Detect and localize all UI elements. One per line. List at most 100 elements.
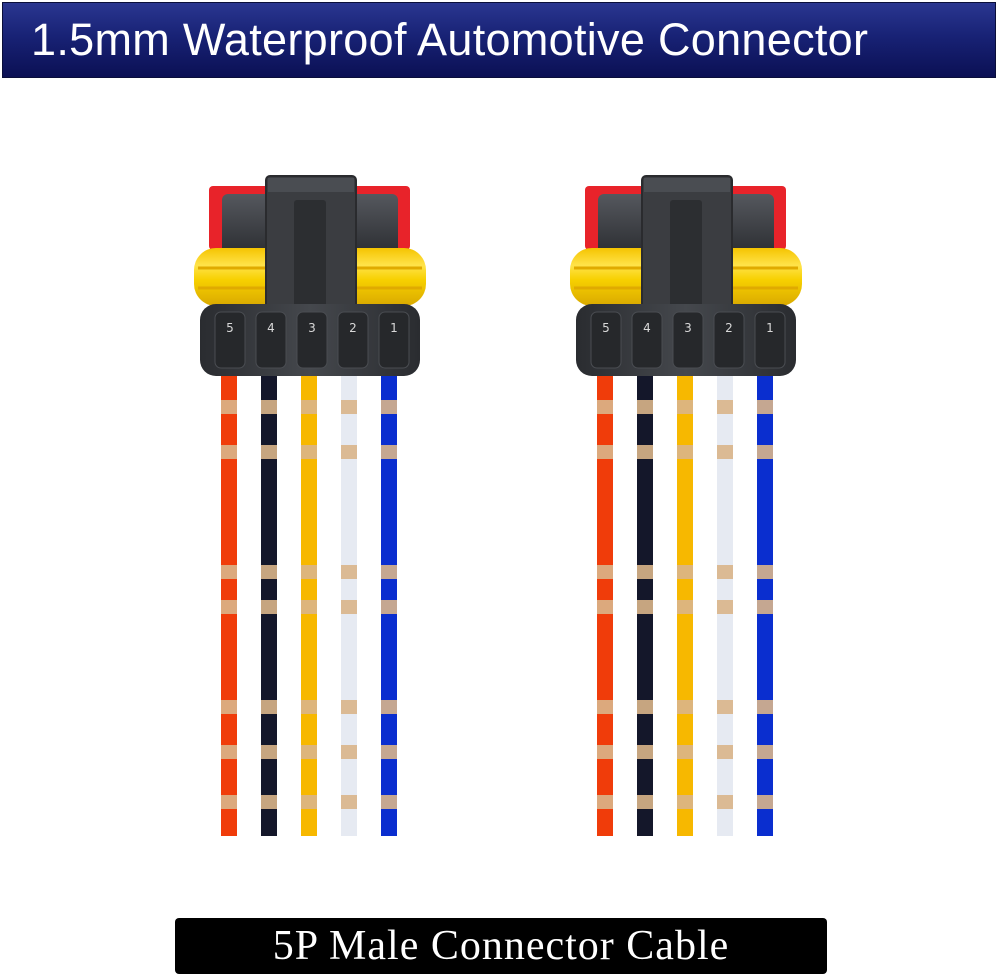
wire-print-mark xyxy=(717,745,733,759)
wire-print-mark xyxy=(597,565,613,579)
wire-yellow xyxy=(301,360,317,836)
wire-print-mark xyxy=(677,400,693,414)
wire-print-mark xyxy=(341,445,357,459)
wire-print-mark xyxy=(341,565,357,579)
pin-cavity xyxy=(672,311,704,369)
wire-print-mark xyxy=(757,745,773,759)
wire-print-mark xyxy=(757,565,773,579)
connector-1: 5 4 3 2 1 xyxy=(194,175,426,836)
wire-print-mark xyxy=(261,565,277,579)
wire-print-mark xyxy=(221,600,237,614)
wire-print-mark xyxy=(637,445,653,459)
wire-print-mark xyxy=(381,600,397,614)
wire-print-mark xyxy=(301,400,317,414)
wire-print-mark xyxy=(381,795,397,809)
wire-print-mark xyxy=(221,400,237,414)
wire-print-mark xyxy=(757,445,773,459)
wire-print-mark xyxy=(341,795,357,809)
pin-number-label: 1 xyxy=(390,321,398,335)
wire-white xyxy=(717,360,733,836)
wire-print-mark xyxy=(637,400,653,414)
wire-print-mark xyxy=(221,745,237,759)
wire-print-mark xyxy=(221,795,237,809)
wire-orange-red xyxy=(221,360,237,836)
wire-print-mark xyxy=(637,565,653,579)
caption-text: 5P Male Connector Cable xyxy=(272,923,730,969)
pin-cavities-1: 5 4 3 2 1 xyxy=(214,311,410,369)
wire-print-mark xyxy=(757,700,773,714)
wire-print-mark xyxy=(261,700,277,714)
pin-cavity xyxy=(296,311,328,369)
pin-cavity xyxy=(255,311,287,369)
wire-print-mark xyxy=(341,700,357,714)
wire-print-mark xyxy=(597,745,613,759)
wire-blue xyxy=(381,360,397,836)
wire-print-mark xyxy=(717,600,733,614)
pin-number-label: 3 xyxy=(308,321,316,335)
pin-cavity xyxy=(337,311,369,369)
wire-print-mark xyxy=(637,795,653,809)
wire-print-mark xyxy=(597,700,613,714)
wire-print-mark xyxy=(637,745,653,759)
wire-print-mark xyxy=(637,600,653,614)
pin-number-label: 4 xyxy=(643,321,651,335)
pin-number-label: 5 xyxy=(226,321,234,335)
wire-blue xyxy=(757,360,773,836)
pin-cavity xyxy=(631,311,663,369)
wire-print-mark xyxy=(261,745,277,759)
wire-print-mark xyxy=(381,700,397,714)
wire-orange-red xyxy=(597,360,613,836)
wire-print-mark xyxy=(757,400,773,414)
wire-print-mark xyxy=(597,795,613,809)
wires-1 xyxy=(221,360,397,836)
title-text: 1.5mm Waterproof Automotive Connector xyxy=(31,14,869,65)
pin-number-label: 4 xyxy=(267,321,275,335)
wire-print-mark xyxy=(261,445,277,459)
wire-print-mark xyxy=(301,795,317,809)
wire-print-mark xyxy=(221,700,237,714)
caption-box: 5P Male Connector Cable xyxy=(175,918,827,974)
wire-print-mark xyxy=(261,400,277,414)
wire-print-mark xyxy=(677,700,693,714)
wire-print-mark xyxy=(261,795,277,809)
wire-black xyxy=(637,360,653,836)
pin-cavity xyxy=(590,311,622,369)
wires-2 xyxy=(597,360,773,836)
pin-number-label: 1 xyxy=(766,321,774,335)
pin-number-label: 2 xyxy=(349,321,357,335)
wire-print-mark xyxy=(717,400,733,414)
title-banner: 1.5mm Waterproof Automotive Connector xyxy=(2,2,996,78)
pin-number-label: 2 xyxy=(725,321,733,335)
wire-print-mark xyxy=(301,445,317,459)
wire-print-mark xyxy=(597,400,613,414)
wire-print-mark xyxy=(677,565,693,579)
wire-print-mark xyxy=(717,565,733,579)
wire-print-mark xyxy=(717,445,733,459)
wire-white xyxy=(341,360,357,836)
wire-print-mark xyxy=(301,700,317,714)
pin-number-label: 5 xyxy=(602,321,610,335)
wire-print-mark xyxy=(637,700,653,714)
wire-print-mark xyxy=(677,600,693,614)
wire-print-mark xyxy=(301,565,317,579)
pin-cavity xyxy=(713,311,745,369)
wire-yellow xyxy=(677,360,693,836)
pin-number-label: 3 xyxy=(684,321,692,335)
pin-cavities-2: 5 4 3 2 1 xyxy=(590,311,786,369)
wire-print-mark xyxy=(381,445,397,459)
wire-print-mark xyxy=(717,795,733,809)
wire-print-mark xyxy=(757,795,773,809)
wire-print-mark xyxy=(717,700,733,714)
pin-cavity xyxy=(378,311,410,369)
wire-print-mark xyxy=(341,400,357,414)
wire-print-mark xyxy=(341,600,357,614)
wire-print-mark xyxy=(677,745,693,759)
wire-print-mark xyxy=(757,600,773,614)
wire-print-mark xyxy=(301,600,317,614)
wire-print-mark xyxy=(381,400,397,414)
wire-print-mark xyxy=(677,445,693,459)
wire-black xyxy=(261,360,277,836)
pin-cavity xyxy=(754,311,786,369)
wire-print-mark xyxy=(301,745,317,759)
wire-print-mark xyxy=(597,445,613,459)
